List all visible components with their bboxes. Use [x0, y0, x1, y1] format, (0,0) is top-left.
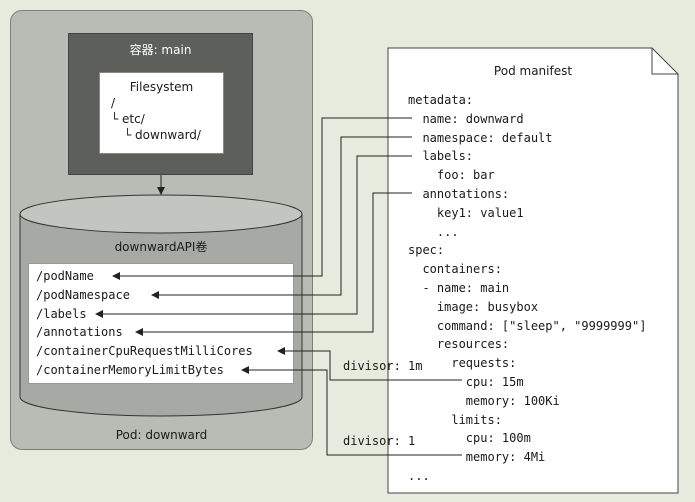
manifest-line: requests: — [408, 356, 517, 371]
volume-file-cpu-request: /containerCpuRequestMilliCores — [36, 344, 253, 358]
manifest-line: metadata: — [408, 93, 474, 107]
filesystem-title: Filesystem — [129, 80, 194, 94]
volume-file-podname: /podName — [36, 269, 94, 283]
manifest-line: spec: — [408, 243, 445, 258]
manifest-line: namespace: default — [408, 130, 553, 145]
manifest-line: memory: 100Ki — [408, 393, 560, 408]
manifest-line: - name: main — [408, 281, 510, 295]
volume-file-memory-limit: /containerMemoryLimitBytes — [36, 363, 224, 377]
manifest-line: name: downward — [408, 111, 524, 126]
manifest-line: cpu: 100m — [408, 431, 531, 446]
manifest-line: ... — [408, 469, 430, 483]
manifest-title: Pod manifest — [493, 64, 573, 78]
manifest-line: labels: — [408, 149, 474, 164]
manifest-line: foo: bar — [408, 168, 495, 183]
filesystem-root: / — [111, 96, 116, 110]
manifest-line: annotations: — [408, 187, 510, 201]
manifest-line: containers: — [408, 262, 502, 277]
pod-label: Pod: downward — [115, 428, 208, 442]
manifest-line: ... — [408, 224, 459, 239]
manifest-line: key1: value1 — [408, 205, 524, 220]
manifest-line: command: ["sleep", "9999999"] — [408, 318, 647, 333]
container-label: 容器: main — [129, 43, 192, 57]
manifest-line: resources: — [408, 337, 510, 352]
volume-file-labels: /labels — [36, 307, 87, 321]
volume-file-annotations: /annotations — [36, 325, 123, 339]
divisor-cpu: divisor: 1m — [343, 359, 423, 373]
manifest-line: cpu: 15m — [408, 375, 524, 389]
manifest-line: image: busybox — [408, 299, 539, 314]
manifest-line: memory: 4Mi — [408, 450, 546, 465]
manifest-line: limits: — [408, 412, 502, 427]
divisor-memory: divisor: 1 — [343, 434, 416, 448]
